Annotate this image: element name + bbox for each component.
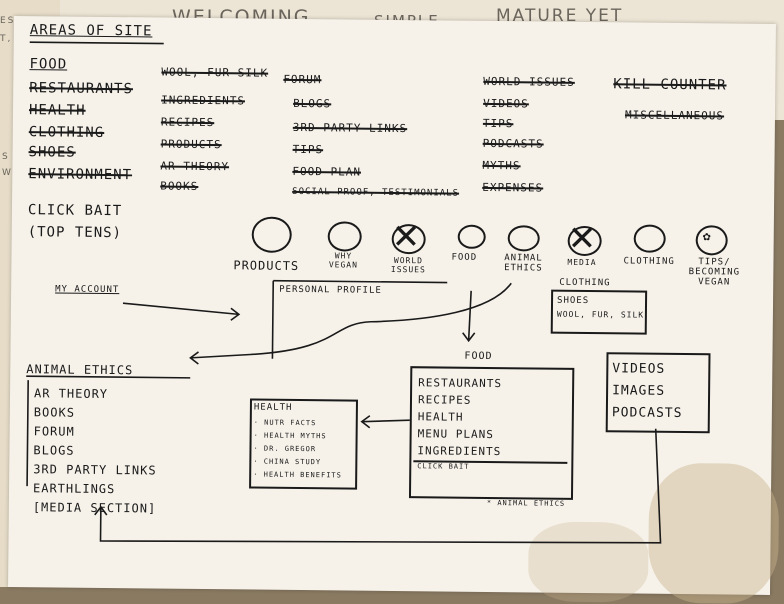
food-arrow — [467, 290, 472, 341]
side-text: W — [2, 168, 13, 178]
header-underline — [29, 41, 164, 45]
account-arrowhead — [230, 307, 241, 321]
ethics-arrowhead — [189, 351, 199, 365]
health-arrow — [361, 419, 410, 423]
personal-profile-top-line — [273, 279, 448, 284]
account-arrow — [122, 302, 239, 316]
media-return-arrowhead — [94, 505, 108, 516]
sketch-sheet: AREAS OF SITE FOOD RESTAURANTS HEALTH CL… — [8, 16, 780, 604]
personal-profile-box-line — [271, 280, 275, 359]
ethics-list-bracket — [26, 380, 29, 487]
food-arrowhead — [462, 332, 476, 343]
health-arrowhead — [360, 415, 371, 429]
side-text: T, — [0, 34, 13, 44]
ethics-underline — [26, 375, 191, 379]
side-text: ESS — [0, 16, 24, 26]
connector-lines — [26, 41, 662, 544]
side-text: S — [2, 152, 10, 162]
media-return-line — [99, 428, 662, 544]
ethics-connector — [190, 282, 512, 359]
